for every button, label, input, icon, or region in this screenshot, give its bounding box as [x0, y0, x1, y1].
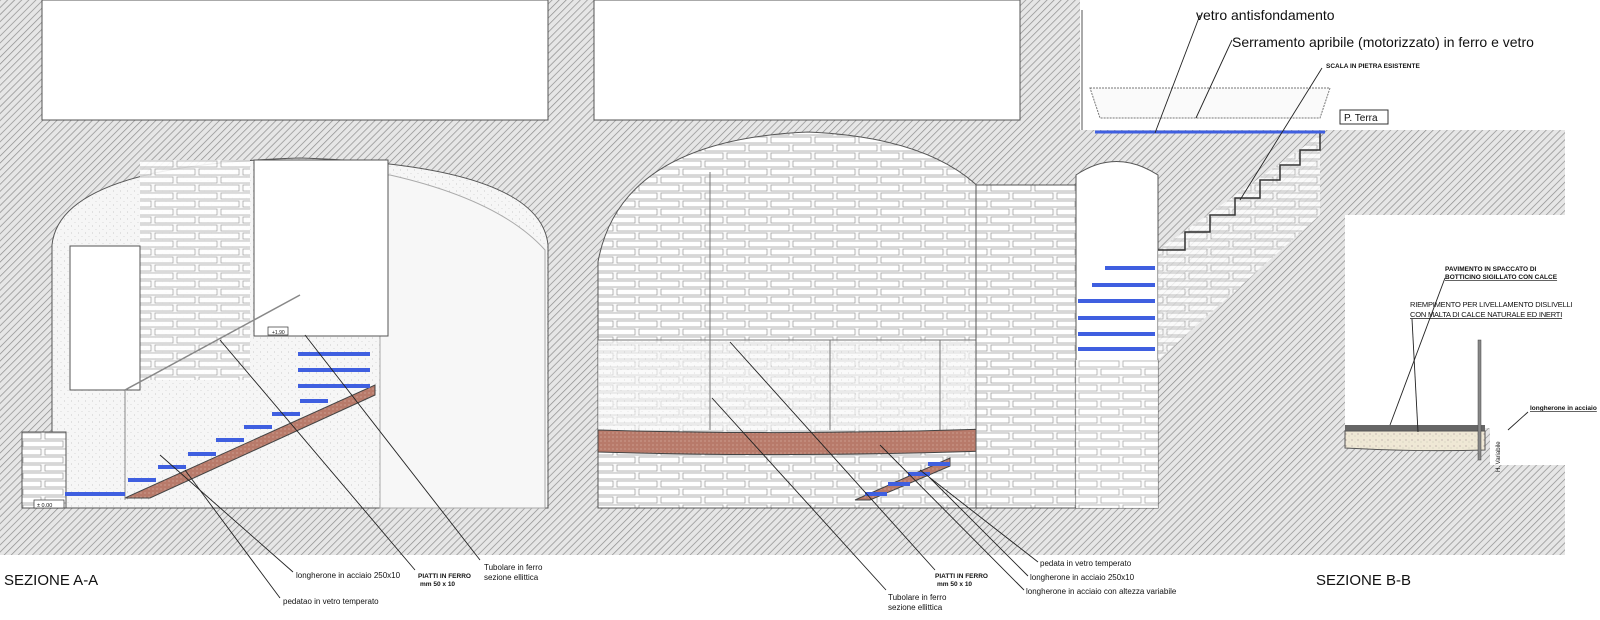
upper-room-middle [593, 0, 1021, 121]
label-a-tread: pedatao in vetro temperato [283, 597, 379, 606]
label-a-tube-2: sezione ellittica [484, 573, 539, 582]
stair-tower: P. Terra [975, 87, 1389, 509]
label-mid-plates-2: mm 50 x 10 [937, 581, 972, 588]
label-mid-beam-variable: longherone in acciaio con altezza variab… [1026, 587, 1177, 596]
label-mid-plates-1: PIATTI IN FERRO [935, 573, 988, 580]
leader-lines [159, 14, 1529, 599]
label-a-plates-1: PIATTI IN FERRO [418, 573, 471, 580]
label-mid-tread: pedata in vetro temperato [1040, 559, 1132, 568]
label-frame: Serramento apribile (motorizzato) in fer… [1232, 34, 1534, 50]
label-mid-beam: longherone in acciaio 250x10 [1030, 573, 1135, 582]
label-a-tube-1: Tubolare in ferro [484, 563, 543, 572]
section-a-title: SEZIONE A-A [4, 572, 98, 589]
glass-treads-middle [865, 462, 950, 496]
section-a-room: +1.90 ± 0.00 [21, 157, 549, 509]
glass-treads-a [65, 352, 370, 496]
label-a-beam: longherone in acciaio 250x10 [296, 571, 401, 580]
label-existing-stair: SCALA IN PIETRA ESISTENTE [1326, 63, 1420, 70]
label-b-floor-1: PAVIMENTO IN SPACCATO DI [1445, 266, 1537, 273]
opening-frame [1089, 87, 1331, 119]
section-b: H. Variabile [1344, 215, 1565, 472]
upper-room-left [41, 0, 549, 121]
landing-slab [597, 427, 1019, 456]
label-glass: vetro antisfondamento [1196, 7, 1335, 23]
label-b-fill-2: CON MALTA DI CALCE NATURALE ED INERTI [1410, 310, 1562, 319]
label-b-floor-2: BOTTICINO SIGILLATO CON CALCE [1445, 274, 1558, 281]
label-b-beam: longherone in acciaio [1530, 405, 1597, 412]
level-variable: H. Variabile [1496, 441, 1502, 472]
level-ground-floor: P. Terra [1344, 113, 1378, 124]
level-upper: +1.90 [272, 330, 285, 336]
section-b-title: SEZIONE B-B [1316, 572, 1411, 589]
label-mid-tube-2: sezione ellittica [888, 603, 943, 612]
level-zero: ± 0.00 [37, 503, 52, 509]
section-a-middle-room [597, 131, 1019, 509]
label-b-fill-1: RIEMPIMENTO PER LIVELLAMENTO DISLIVELLI [1410, 300, 1573, 309]
label-mid-tube-1: Tubolare in ferro [888, 593, 947, 602]
glass-treads-tower [1078, 266, 1155, 351]
stair-stringer-a [124, 384, 376, 499]
label-a-plates-2: mm 50 x 10 [420, 581, 455, 588]
